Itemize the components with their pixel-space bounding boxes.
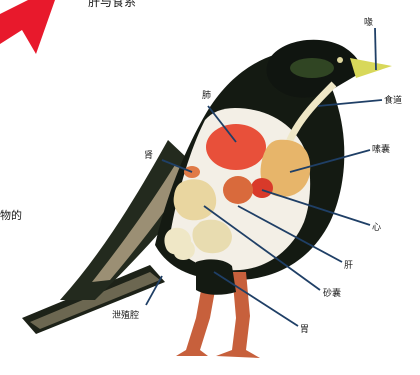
caption-text: 肝与食系 (88, 0, 136, 9)
label-heart: 心 (372, 222, 381, 233)
label-crop: 嗉囊 (372, 143, 390, 155)
head-sheen (290, 58, 334, 78)
bird-eye (337, 57, 343, 63)
bird-illustration (22, 40, 392, 358)
label-cloaca: 泄殖腔 (112, 309, 139, 321)
label-stomach: 胃 (300, 324, 309, 335)
label-kidney: 肾 (144, 150, 153, 161)
side-text: 物的 (0, 208, 22, 222)
organ-stomach (174, 179, 217, 220)
label-gizzard: 砂囊 (323, 287, 341, 299)
bird-beak (350, 58, 392, 78)
bird-thigh (196, 259, 236, 294)
organ-lung (206, 124, 266, 170)
organ-liver (223, 176, 253, 204)
leader-stomach (214, 272, 298, 326)
red-arrow-icon (0, 0, 55, 54)
label-beak: 喙 (364, 16, 373, 28)
label-esophagus: 食道 (384, 94, 402, 106)
label-lung: 肺 (202, 90, 211, 101)
leader-beak (375, 28, 376, 70)
label-liver: 肝 (344, 260, 353, 271)
organ-heart (251, 178, 273, 198)
